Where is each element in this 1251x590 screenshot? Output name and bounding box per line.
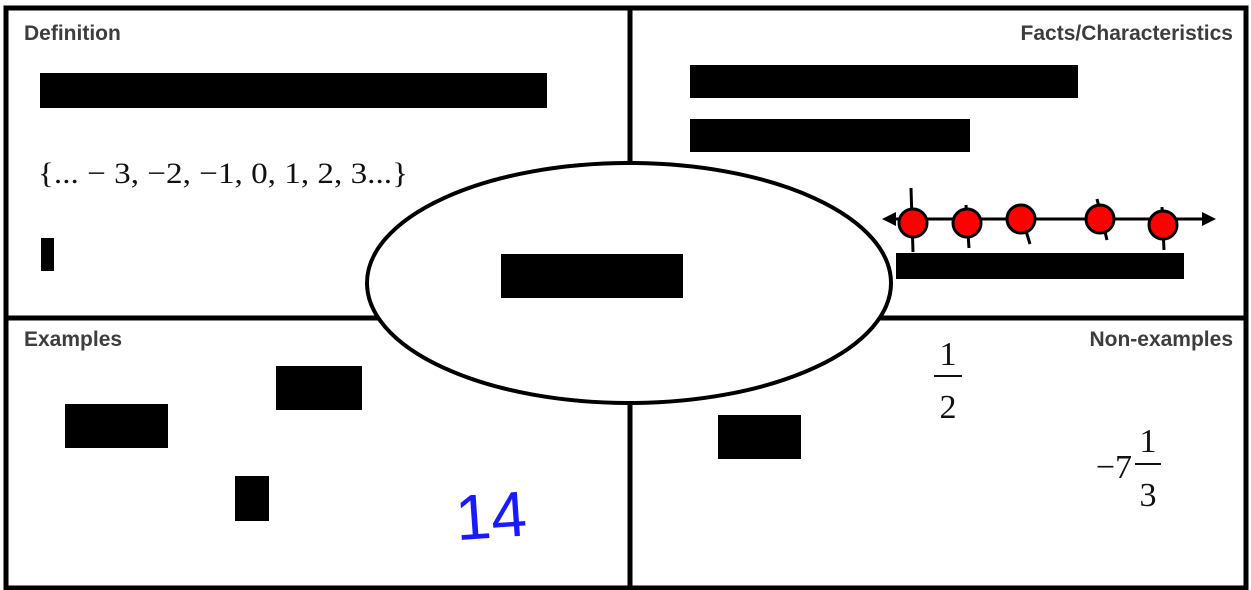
integer-set-notation: {... − 3, −2, −1, 0, 1, 2, 3...} bbox=[38, 157, 408, 190]
number-line-right-arrow bbox=[1202, 212, 1216, 226]
mixed-number-whole: −7 bbox=[1096, 449, 1132, 486]
non-examples-label: Non-examples bbox=[1089, 328, 1233, 351]
fraction-half-numerator: 1 bbox=[940, 336, 957, 373]
facts-redaction-3 bbox=[896, 253, 1184, 279]
number-line-point bbox=[1147, 209, 1179, 241]
example-redaction-3 bbox=[235, 476, 269, 521]
outer-frame bbox=[3, 5, 1249, 590]
example-redaction-1 bbox=[276, 366, 362, 410]
mixed-number-numerator: 1 bbox=[1140, 423, 1157, 460]
mixed-number-negative-seven-one-third: −7 1 3 bbox=[1096, 423, 1161, 514]
non-example-redaction bbox=[718, 415, 801, 459]
fraction-half-denominator: 2 bbox=[940, 389, 957, 426]
facts-redaction-2 bbox=[690, 119, 970, 152]
examples-label: Examples bbox=[24, 328, 122, 351]
number-line-left-arrow bbox=[882, 212, 896, 226]
center-term-redaction bbox=[501, 254, 683, 298]
example-redaction-2 bbox=[65, 404, 168, 448]
facts-redaction-1 bbox=[690, 65, 1078, 98]
number-line-point bbox=[1084, 203, 1116, 235]
definition-redaction bbox=[40, 73, 547, 108]
number-line-point bbox=[897, 207, 929, 239]
fraction-one-half: 1 2 bbox=[934, 336, 962, 426]
number-line bbox=[882, 187, 1216, 253]
definition-small-redaction bbox=[41, 238, 54, 271]
number-line-point bbox=[1005, 203, 1037, 235]
handwritten-example: 14 bbox=[453, 477, 529, 554]
definition-label: Definition bbox=[24, 22, 121, 45]
number-line-point bbox=[951, 207, 983, 239]
mixed-number-denominator: 3 bbox=[1140, 477, 1157, 514]
facts-label: Facts/Characteristics bbox=[1021, 22, 1233, 45]
